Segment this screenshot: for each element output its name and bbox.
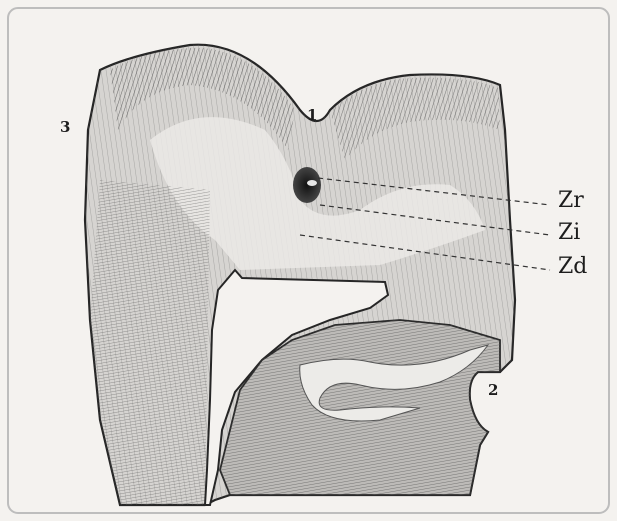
central-spot-highlight: [307, 180, 317, 186]
label-1: 1: [307, 108, 317, 123]
label-zr: Zr: [558, 190, 584, 212]
label-zd: Zd: [558, 256, 587, 278]
central-dark-spot: [293, 167, 321, 203]
label-zi: Zi: [558, 222, 580, 244]
label-3: 3: [60, 120, 70, 135]
label-2: 2: [488, 383, 498, 398]
